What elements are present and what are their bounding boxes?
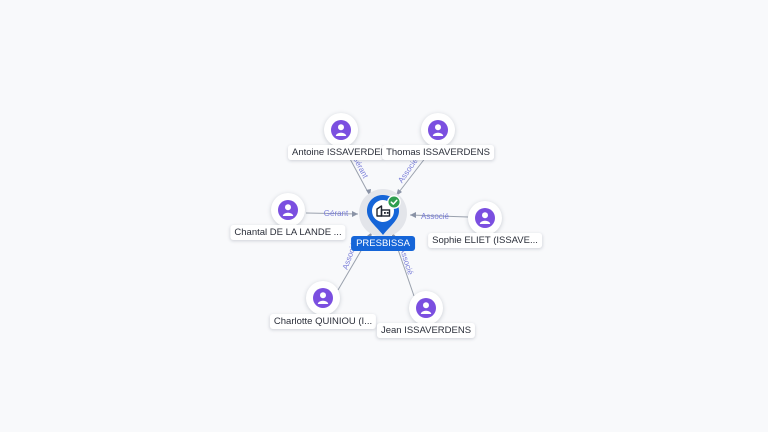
person-name-antoine[interactable]: Antoine ISSAVERDENS [288,145,384,160]
company-pin-icon[interactable] [365,193,403,237]
person-name-thomas[interactable]: Thomas ISSAVERDENS [382,145,494,160]
person-icon [432,124,444,136]
person-node-sophie[interactable] [468,201,502,235]
company-name-label[interactable]: PRESBISSA [351,236,415,251]
person-icon [479,212,491,224]
edge-chantal [305,212,359,215]
person-name-chantal[interactable]: Chantal DE LA LANDE ... [230,225,346,240]
edge-label-sophie: Associé [421,212,450,221]
person-icon [317,292,329,304]
edge-arrow-sophie [410,212,416,218]
edge-label-chantal: Gérant [324,209,349,218]
person-name-sophie[interactable]: Sophie ELIET (ISSAVE... [428,233,542,248]
person-icon [420,302,432,314]
edge-sophie [409,214,469,218]
edge-arrow-chantal [352,211,358,217]
person-node-jean[interactable] [409,291,443,325]
person-icon [282,204,294,216]
person-node-charlotte[interactable] [306,281,340,315]
verified-check-icon [387,195,401,209]
person-node-chantal[interactable] [271,193,305,227]
person-name-charlotte[interactable]: Charlotte QUINIOU (I... [269,314,377,329]
person-icon [335,124,347,136]
person-name-jean[interactable]: Jean ISSAVERDENS [376,323,476,338]
edge-label-jean: Associé [398,247,415,277]
building-icon [376,205,391,217]
person-node-thomas[interactable] [421,113,455,147]
person-node-antoine[interactable] [324,113,358,147]
